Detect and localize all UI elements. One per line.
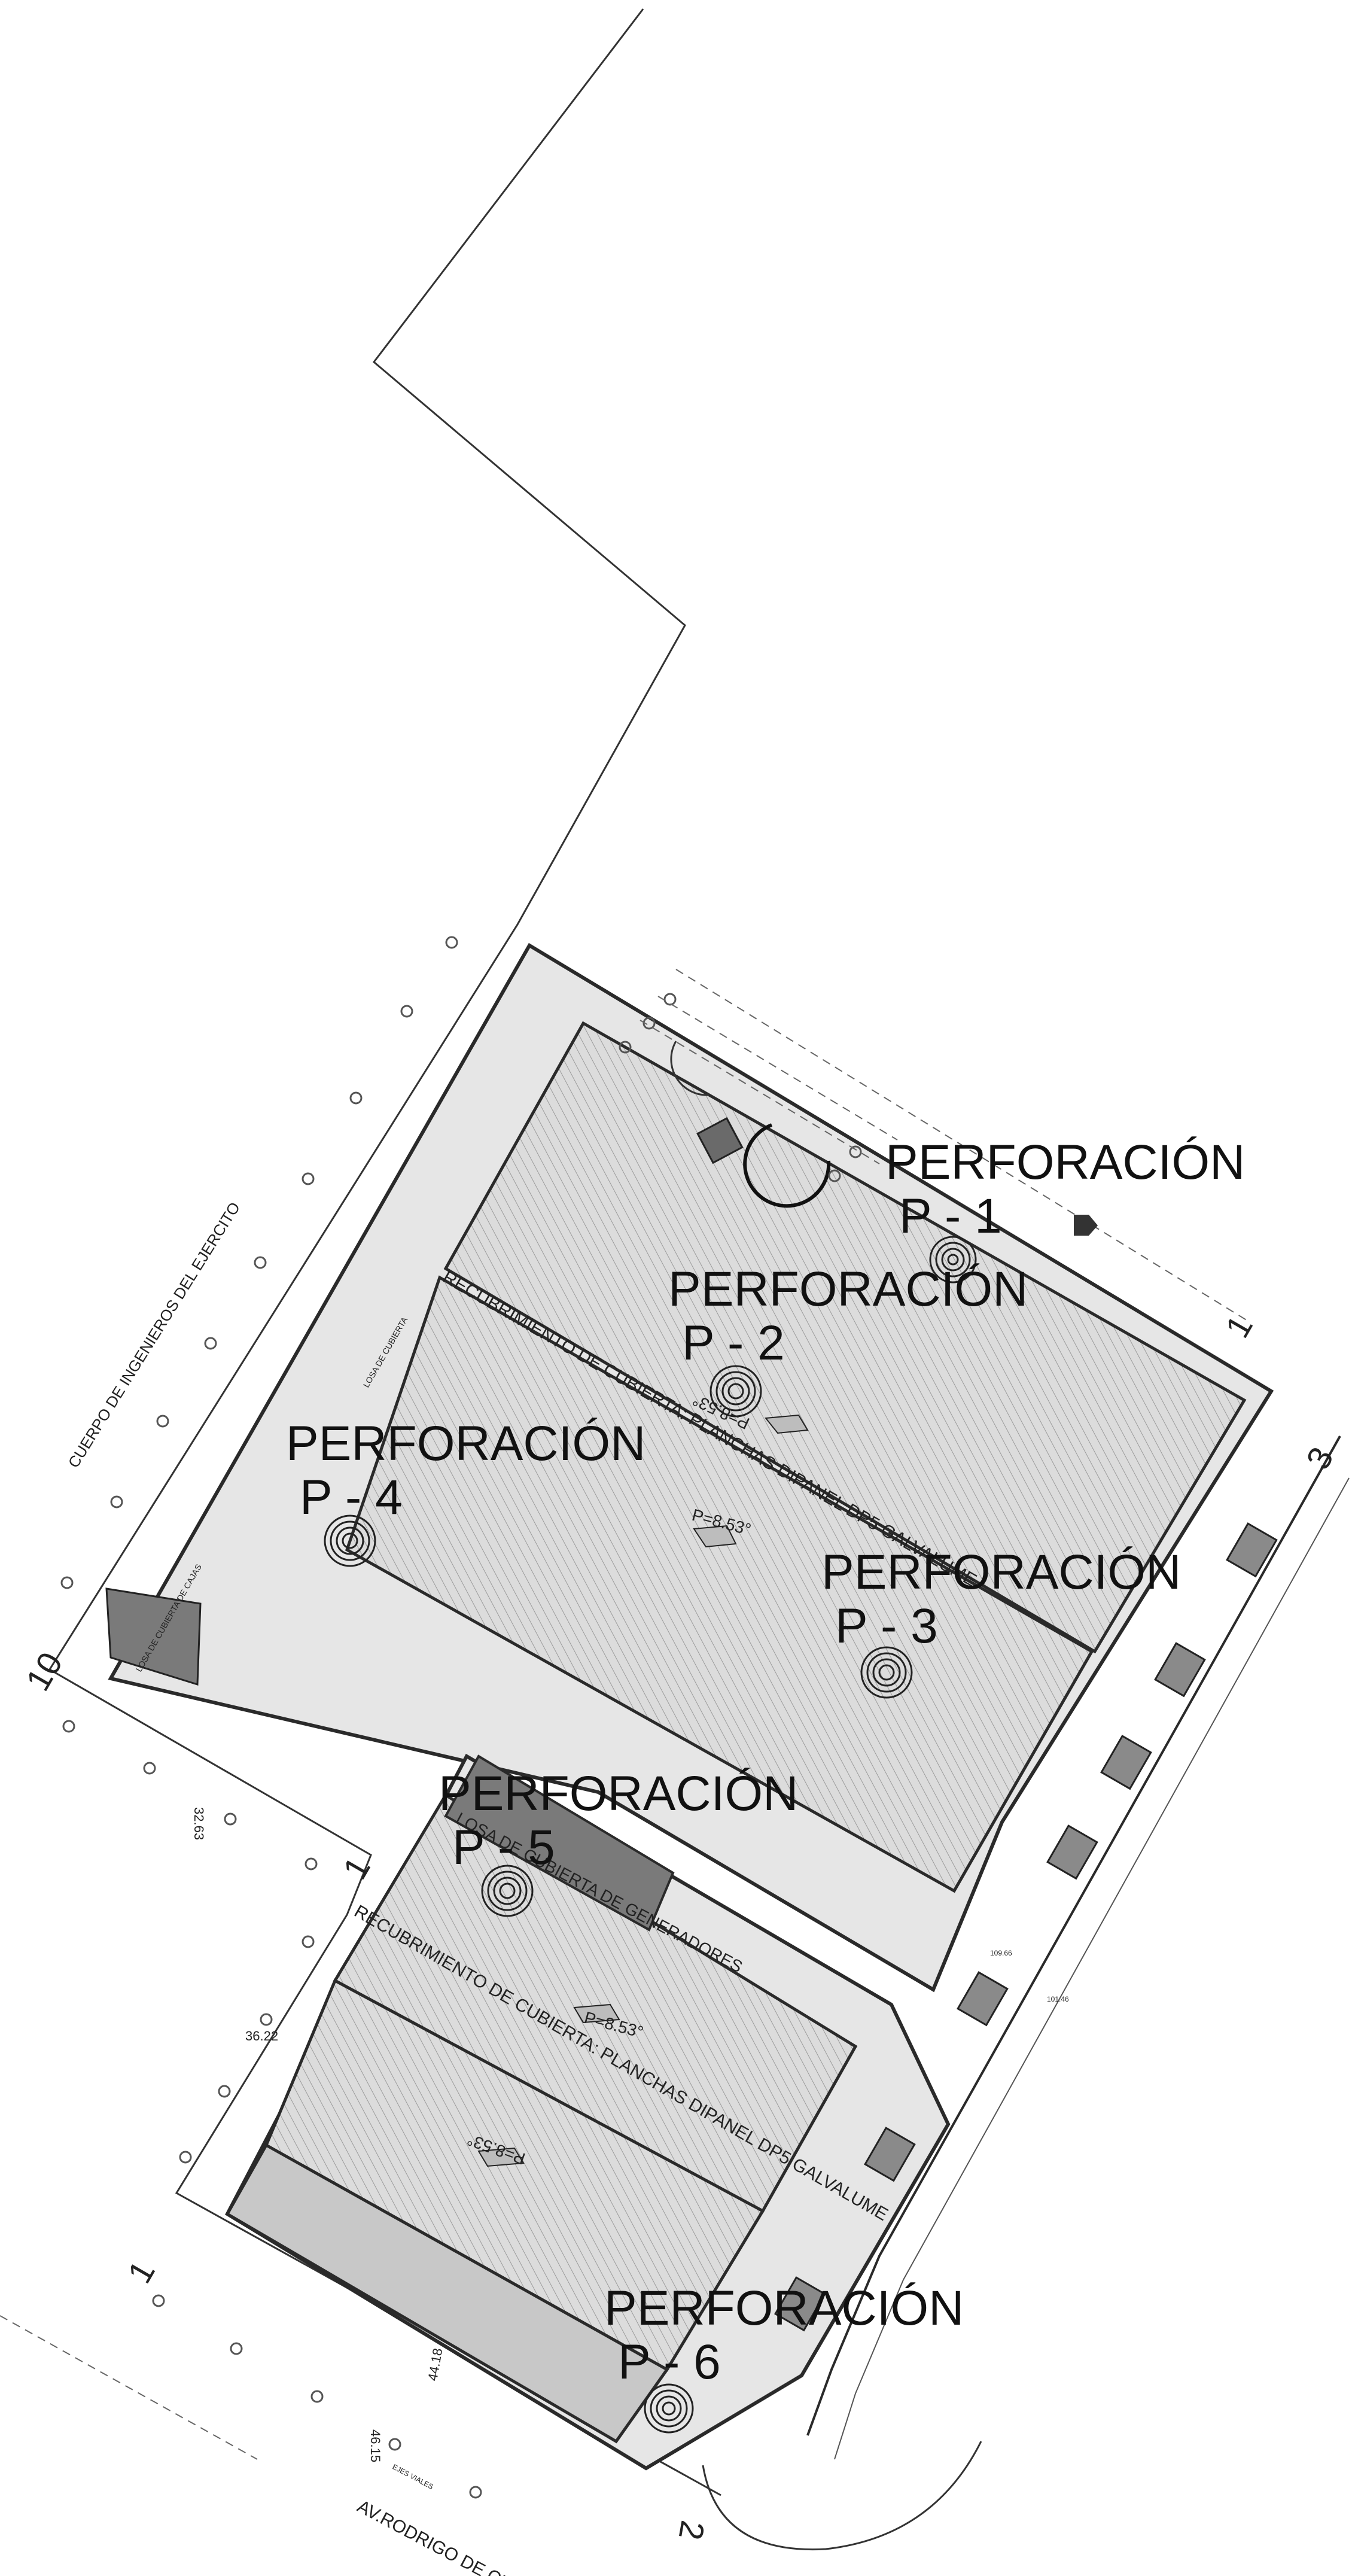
lower-slab-grey [225,2143,669,2444]
axis-label-1-left: 1 [120,2255,162,2289]
perforacion-label-p4: PERFORACIÓN P - 4 [286,1416,645,1525]
perforacion-label-p3: PERFORACIÓN P - 3 [821,1545,1181,1653]
svg-text:PERFORACIÓN: PERFORACIÓN [286,1416,645,1471]
minor-label: EJES VIALES [391,2462,435,2491]
axis-label-1-top: 1 [1218,1309,1260,1344]
perforacion-label-p1: PERFORACIÓN P - 1 [885,1135,1245,1243]
svg-text:P - 6: P - 6 [618,2335,721,2389]
svg-text:P - 2: P - 2 [682,1316,785,1370]
middle-roof-hatch [345,1275,1094,1893]
svg-text:P - 1: P - 1 [899,1189,1002,1243]
slope-arrows [477,1414,809,2167]
perforacion-label-p5: PERFORACIÓN P - 5 [439,1766,798,1875]
dimension-5: 109.66 [990,1949,1012,1957]
svg-text:P - 4: P - 4 [300,1470,403,1525]
entrance-arc-small [670,1041,710,1096]
dimension-3: 44.18 [425,2347,445,2382]
dimension-2: 36.22 [245,2028,278,2043]
property-boundary-line [48,8,721,2496]
svg-text:P - 3: P - 3 [835,1599,938,1653]
axis-marker-dots [60,936,862,2499]
drill-point-p6 [644,2383,694,2434]
dimension-6: 101.46 [1047,1995,1069,2003]
sidewalk-line [806,1435,1341,2436]
perforacion-label-p6: PERFORACIÓN P - 6 [604,2281,964,2389]
drill-point-p4 [324,1514,376,1567]
generator-slab [444,1754,675,1932]
dimension-1: 32.63 [191,1807,206,1840]
drill-point-p5 [481,1865,534,1917]
street-curve [702,2441,982,2551]
svg-text:PERFORACIÓN: PERFORACIÓN [439,1766,798,1821]
svg-text:PERFORACIÓN: PERFORACIÓN [668,1262,1028,1316]
drill-point-p3 [860,1646,913,1699]
svg-text:PERFORACIÓN: PERFORACIÓN [604,2281,964,2335]
perforacion-label-p2: PERFORACIÓN P - 2 [668,1262,1028,1370]
neighbor-label: CUERPO DE INGENIEROS DEL EJERCITO [65,1199,244,1471]
axis-label-10: 10 [19,1646,70,1697]
svg-text:P - 5: P - 5 [452,1820,555,1875]
svg-text:PERFORACIÓN: PERFORACIÓN [885,1135,1245,1190]
street-label: AV.RODRIGO DE CHAVEZ [354,2496,556,2576]
street-tree-boxes [774,1522,1278,2332]
axis-label-2: 2 [672,2518,712,2543]
entrance-arc [743,1123,831,1208]
small-slab-block [696,1117,744,1164]
svg-text:PERFORACIÓN: PERFORACIÓN [821,1545,1181,1599]
dashed-guides [0,969,1251,2460]
north-arrow-icon [1074,1215,1098,1236]
drill-point-p2 [710,1365,762,1418]
drill-points [324,1236,977,2434]
curb-line [834,1477,1350,2460]
drill-point-p1 [929,1236,977,1284]
corner-slab-block [105,1587,202,1686]
dimension-4: 46.15 [368,2429,383,2462]
upper-roof-hatch [443,1021,1247,1654]
